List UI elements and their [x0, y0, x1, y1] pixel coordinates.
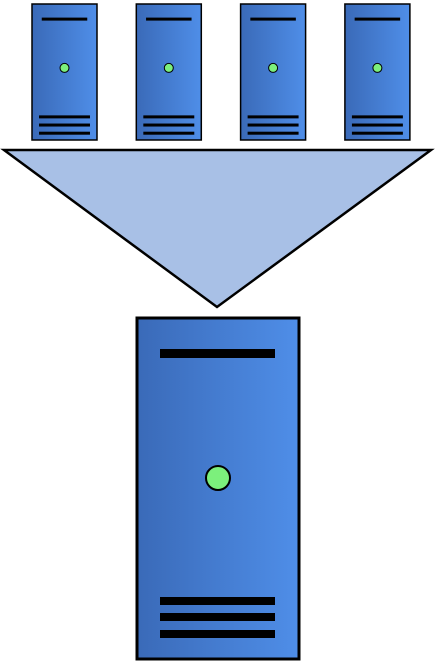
- vent-line-2: [39, 123, 90, 127]
- server-icon-2: [135, 3, 203, 141]
- vent-line-3: [143, 131, 195, 135]
- status-led-icon: [59, 62, 70, 73]
- target-server: [135, 316, 301, 661]
- vent-line-1: [351, 115, 403, 119]
- vent-line-3: [39, 131, 90, 135]
- vent-line-3: [247, 131, 299, 135]
- vent-line-2: [143, 123, 195, 127]
- vent-line-1: [39, 115, 90, 119]
- vent-line-2: [247, 123, 299, 127]
- status-led-icon: [205, 465, 231, 491]
- server-icon-consolidated: [135, 316, 301, 661]
- funnel-icon: [0, 148, 435, 309]
- vent-line-1: [247, 115, 299, 119]
- drive-slot-top: [41, 17, 88, 21]
- funnel: [0, 148, 435, 309]
- vent-line-1: [160, 597, 275, 605]
- server-icon-4: [344, 3, 411, 141]
- status-led-icon: [372, 62, 383, 73]
- status-led-icon: [163, 62, 174, 73]
- vent-line-3: [160, 630, 275, 638]
- drive-slot-top: [160, 349, 275, 358]
- server-icon-3: [239, 3, 307, 141]
- vent-line-3: [351, 131, 403, 135]
- status-led-icon: [268, 62, 279, 73]
- source-servers: [31, 3, 411, 141]
- server-icon-1: [31, 3, 98, 141]
- vent-line-1: [143, 115, 195, 119]
- vent-line-2: [160, 613, 275, 621]
- drive-slot-top: [354, 17, 401, 21]
- vent-line-2: [351, 123, 403, 127]
- drive-slot-top: [250, 17, 296, 21]
- drive-slot-top: [146, 17, 192, 21]
